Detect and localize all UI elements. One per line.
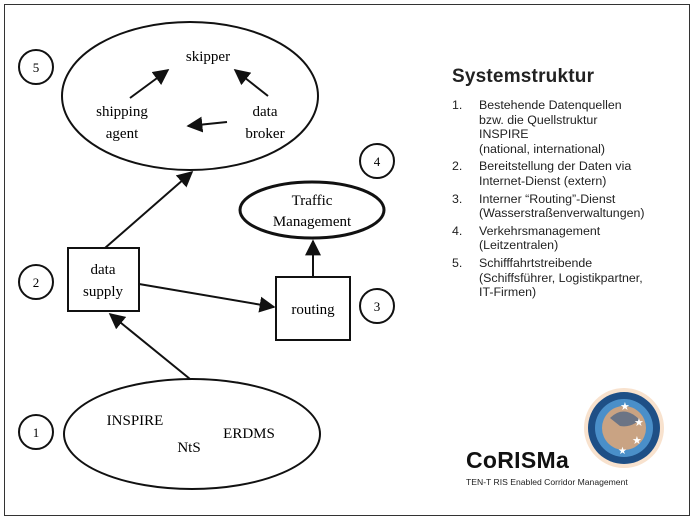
node-data-broker-line2: broker xyxy=(245,126,284,142)
node-routing: routing xyxy=(291,302,335,318)
marker-1: 1 xyxy=(18,414,54,450)
list-item: 1.Bestehende Datenquellen bzw. die Quell… xyxy=(452,98,622,156)
node-data-broker-line1: data xyxy=(253,104,278,120)
svg-text:2: 2 xyxy=(33,275,40,290)
arrow-supply-to-routing xyxy=(138,283,276,313)
arrow-sources-to-supply xyxy=(108,312,191,380)
corisma-logo-emblem: ★ ★ ★ ★ xyxy=(584,388,664,468)
svg-text:4: 4 xyxy=(374,154,381,169)
arrow-broker-to-skipper xyxy=(233,69,269,97)
traffic-management-ellipse xyxy=(238,180,386,240)
star-icon: ★ xyxy=(634,417,644,429)
arrow-broker-to-agent xyxy=(186,116,228,133)
marker-4: 4 xyxy=(359,143,395,179)
marker-5: 5 xyxy=(18,49,54,85)
stakeholder-ellipse xyxy=(61,21,319,171)
sources-ellipse xyxy=(63,378,321,490)
list-item: 5.Schifffahrtstreibende (Schiffsführer, … xyxy=(452,255,643,300)
svg-text:5: 5 xyxy=(33,60,40,75)
node-shipping-agent-line1: shipping xyxy=(96,104,148,120)
system-structure-panel: Systemstruktur 1.Bestehende Datenquellen… xyxy=(452,66,688,303)
list-item: 3.Interner “Routing”-Dienst (Wasserstraß… xyxy=(452,191,645,221)
node-traffic-line2: Management xyxy=(273,214,352,230)
node-erdms: ERDMS xyxy=(223,426,275,442)
arrow-supply-to-stakeholders xyxy=(104,170,194,249)
node-traffic-line1: Traffic xyxy=(292,193,333,209)
corisma-logo-subtitle: TEN-T RIS Enabled Corridor Management xyxy=(466,477,628,487)
list-item: 4.Verkehrsmanagement (Leitzentralen) xyxy=(452,223,601,253)
structure-list: 1.Bestehende Datenquellen bzw. die Quell… xyxy=(452,98,688,300)
node-shipping-agent-line2: agent xyxy=(106,126,139,142)
list-item: 2.Bereitstellung der Daten via Internet-… xyxy=(452,159,632,188)
arrow-agent-to-skipper xyxy=(129,69,170,99)
svg-text:1: 1 xyxy=(33,425,40,440)
marker-2: 2 xyxy=(18,264,54,300)
panel-title: Systemstruktur xyxy=(452,66,595,87)
data-supply-box xyxy=(67,247,140,312)
node-inspire: INSPIRE xyxy=(107,413,164,429)
node-data-supply-line1: data xyxy=(91,262,116,278)
node-nts: NtS xyxy=(177,440,200,456)
svg-text:3: 3 xyxy=(374,299,381,314)
star-icon: ★ xyxy=(618,446,627,457)
marker-3: 3 xyxy=(359,288,395,324)
corisma-logo-text: CoRISMa xyxy=(466,447,570,473)
node-data-supply-line2: supply xyxy=(83,284,124,300)
star-icon: ★ xyxy=(632,435,642,447)
node-skipper: skipper xyxy=(186,49,230,65)
star-icon: ★ xyxy=(620,401,630,413)
